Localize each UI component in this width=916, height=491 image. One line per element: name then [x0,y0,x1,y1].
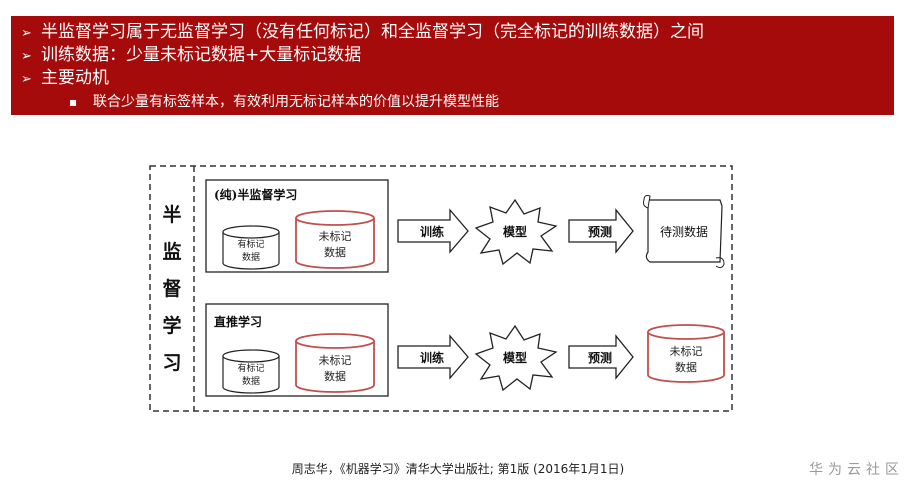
pure-semi-supervised-box [205,179,389,273]
train-arrow: 训练 [397,208,469,254]
unlabeled-data-cylinder: 未标记 数据 [295,333,375,393]
test-data-scroll: 待测数据 [643,195,725,269]
pure-semi-supervised-title: (纯)半监督学习 [214,187,297,202]
unlabeled-data-cylinder: 未标记 数据 [295,210,375,269]
square-bullet-icon: ▪ [69,95,78,109]
outer-dashed-frame [149,165,733,412]
svg-text:未标记: 未标记 [319,353,352,367]
bullet-1: ➢半监督学习属于无监督学习（没有任何标记）和全监督学习（完全标记的训练数据）之间 [21,22,704,42]
predict-arrow: 预测 [568,334,634,380]
svg-text:未标记: 未标记 [319,229,352,243]
svg-text:数据: 数据 [242,375,260,387]
arrow-bullet-icon: ➢ [21,72,32,87]
svg-text:数据: 数据 [324,369,346,383]
model-starburst: 模型 [474,198,558,266]
svg-text:半: 半 [162,203,181,226]
svg-text:有标记: 有标记 [237,238,264,250]
header-banner: ➢半监督学习属于无监督学习（没有任何标记）和全监督学习（完全标记的训练数据）之间… [11,16,894,115]
labeled-data-cylinder: 有标记 数据 [222,349,280,394]
svg-text:未标记: 未标记 [670,344,703,358]
transductive-box [205,303,389,397]
svg-text:数据: 数据 [675,360,697,374]
svg-text:训练: 训练 [420,350,444,365]
citation: 周志华，《机器学习》清华大学出版社; 第1版 (2016年1月1日) [291,462,625,476]
svg-text:模型: 模型 [503,350,527,365]
svg-text:数据: 数据 [324,245,346,259]
svg-text:预测: 预测 [588,350,612,365]
svg-text:习: 习 [162,352,181,374]
bullet-2: ➢训练数据：少量未标记数据+大量标记数据 [21,45,362,65]
predict-arrow: 预测 [568,208,634,254]
sub-bullet: ▪联合少量有标签样本，有效利用无标记样本的价值以提升模型性能 [69,94,499,110]
svg-text:预测: 预测 [588,224,612,239]
watermark: 华为云社区 [809,462,904,478]
train-arrow: 训练 [397,334,469,380]
arrow-bullet-icon: ➢ [21,26,32,41]
svg-text:训练: 训练 [420,224,444,239]
svg-text:督: 督 [162,277,181,300]
side-title: 半 监 督 学 习 [162,203,181,374]
svg-text:模型: 模型 [503,224,527,239]
transductive-title: 直推学习 [214,314,262,329]
svg-text:学: 学 [162,314,181,337]
svg-text:监: 监 [162,240,181,263]
arrow-bullet-icon: ➢ [21,49,32,64]
labeled-data-cylinder: 有标记 数据 [222,225,280,270]
svg-text:待测数据: 待测数据 [660,224,708,239]
bullet-3: ➢主要动机 [21,68,109,88]
svg-text:数据: 数据 [242,251,260,263]
model-starburst: 模型 [474,324,558,392]
unlabeled-data-cylinder: 未标记 数据 [647,324,725,383]
svg-text:有标记: 有标记 [237,362,264,374]
